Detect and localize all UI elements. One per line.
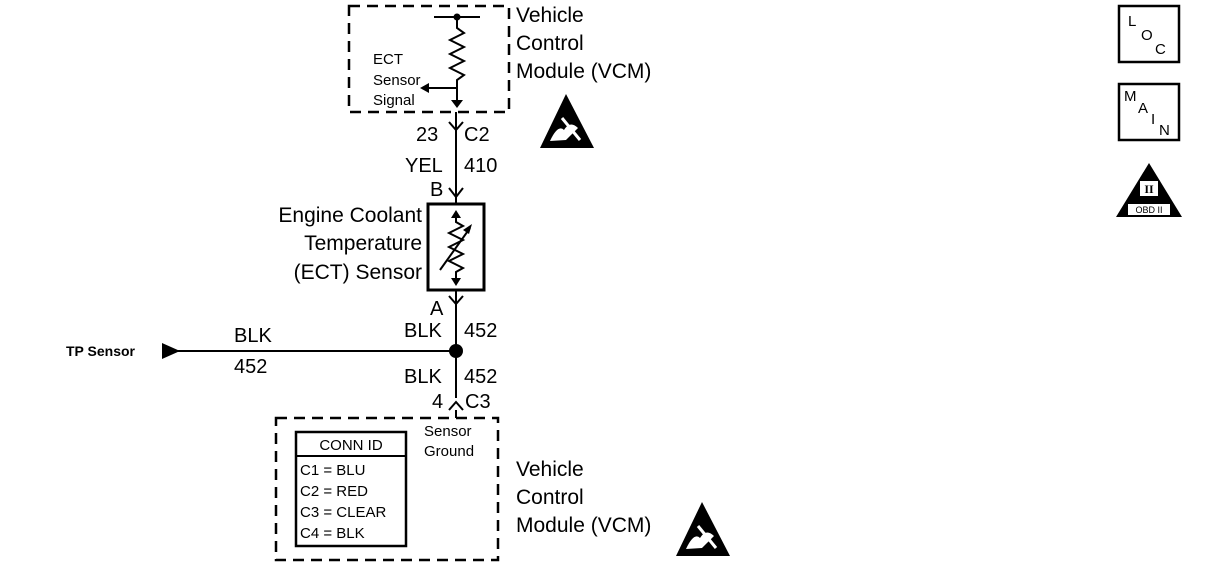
main-icon[interactable]: M A I N <box>1117 82 1181 142</box>
thermistor-icon <box>446 212 466 284</box>
tp-sensor-branch: TP Sensor BLK 452 <box>66 325 456 378</box>
pullup-resistor-icon <box>447 17 467 106</box>
conn-id-row: C3 = CLEAR <box>300 504 386 521</box>
ect-signal-label-2: Sensor <box>373 72 421 89</box>
variable-arrow-icon <box>439 227 471 271</box>
top-vcm-boundary <box>347 4 511 114</box>
conn-id-row: C2 = RED <box>300 483 368 500</box>
esd-sensitive-icon <box>676 502 730 556</box>
tp-sensor-label: TP Sensor <box>66 343 136 359</box>
obd-ii-numeral: II <box>1144 182 1154 196</box>
arrow-up-icon <box>451 210 461 218</box>
wire-410-circuit: 410 <box>464 155 497 177</box>
sensor-name-3: (ECT) Sensor <box>294 261 422 284</box>
conn-id-table: CONN ID C1 = BLU C2 = RED C3 = CLEAR C4 … <box>294 430 408 548</box>
connector-c2-id: C2 <box>464 124 490 146</box>
sensor-ground-label-1: Sensor <box>424 423 472 440</box>
tp-branch-color: BLK <box>234 325 272 347</box>
arrow-down-icon <box>451 278 461 286</box>
main-icon-letter: A <box>1138 100 1148 117</box>
main-icon-letter: I <box>1151 111 1155 128</box>
variable-arrow-head-icon <box>463 224 472 234</box>
wire-452-lower-circuit: 452 <box>464 366 497 388</box>
wire-410-color: YEL <box>405 155 443 177</box>
obd-ii-icon[interactable]: II OBD II <box>1116 163 1182 217</box>
connector-c3: 4 C3 <box>432 391 491 413</box>
top-vcm-title-3: Module (VCM) <box>516 60 651 83</box>
wire-452-lower-color: BLK <box>404 366 442 388</box>
top-vcm-module: ECT Sensor Signal Vehicle Control Module… <box>347 4 651 114</box>
conn-id-row: C1 = BLU <box>300 462 365 479</box>
ect-sensor: B A Engine Coolant Temperature (ECT) Sen… <box>278 179 486 320</box>
ect-signal-label-1: ECT <box>373 51 403 68</box>
main-icon-letter: N <box>1159 122 1170 139</box>
loc-icon-letter: O <box>1141 27 1153 44</box>
conn-id-header: CONN ID <box>319 437 383 454</box>
main-icon-letter: M <box>1124 88 1137 105</box>
sensor-name-1: Engine Coolant <box>278 204 422 227</box>
sensor-pin-a: A <box>430 298 444 320</box>
obd-ii-label: OBD II <box>1135 205 1162 215</box>
conn-id-row: C4 = BLK <box>300 525 365 542</box>
tp-sensor-arrow-icon <box>162 343 180 359</box>
tp-branch-circuit: 452 <box>234 356 267 378</box>
sensor-name-2: Temperature <box>304 232 422 255</box>
connector-c2-pin: 23 <box>416 124 438 146</box>
connector-c2: 23 C2 <box>416 121 490 146</box>
conn-id-border <box>294 430 408 548</box>
bottom-vcm-module: Sensor Ground Vehicle Control Module (VC… <box>274 416 651 562</box>
bottom-vcm-title-3: Module (VCM) <box>516 514 651 537</box>
loc-icon-letter: L <box>1128 13 1136 30</box>
bottom-vcm-title-1: Vehicle <box>516 458 584 481</box>
sensor-ground-label-2: Ground <box>424 443 474 460</box>
connector-c3-symbol <box>448 400 464 411</box>
connector-c3-pin: 4 <box>432 391 443 413</box>
esd-sensitive-icon <box>540 94 594 148</box>
loc-icon[interactable]: L O C <box>1117 4 1181 64</box>
top-vcm-title-2: Control <box>516 32 584 55</box>
wire-452-upper-circuit: 452 <box>464 320 497 342</box>
arrow-down-icon <box>451 100 463 108</box>
ect-signal-label-3: Signal <box>373 92 415 109</box>
loc-icon-letter: C <box>1155 41 1166 58</box>
top-vcm-title-1: Vehicle <box>516 4 584 27</box>
bottom-vcm-boundary <box>274 416 500 562</box>
arrow-left-icon <box>420 83 429 93</box>
sensor-pin-b: B <box>430 179 443 201</box>
wire-452-upper-color: BLK <box>404 320 442 342</box>
connector-c3-id: C3 <box>465 391 491 413</box>
bottom-vcm-title-2: Control <box>516 486 584 509</box>
